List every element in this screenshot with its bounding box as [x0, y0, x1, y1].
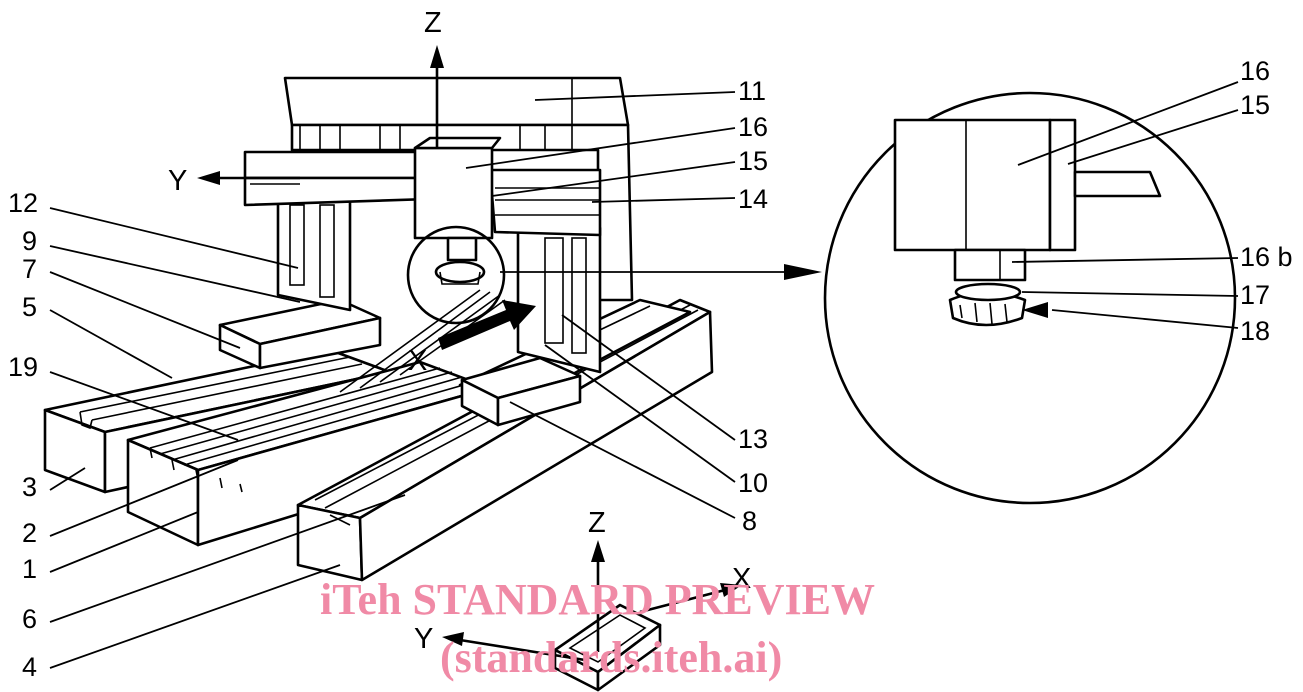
carriage-8	[460, 356, 582, 427]
watermark-line1: iTeh STANDARD PREVIEW	[320, 575, 875, 624]
detail-label-18: 18	[1240, 316, 1270, 346]
y-axis-arrow	[197, 171, 300, 185]
detail-label-16: 16	[1240, 56, 1270, 86]
detail-label-15: 15	[1240, 90, 1270, 120]
small-x-label: X	[732, 563, 751, 595]
left-column	[276, 188, 352, 312]
x-axis-arrow	[438, 300, 536, 350]
label-3: 3	[22, 472, 37, 502]
workpiece-box	[553, 603, 662, 692]
label-7: 7	[22, 254, 37, 284]
label-2: 2	[22, 518, 37, 548]
spindle-16	[413, 136, 502, 262]
carriage-7	[218, 298, 382, 370]
x-axis-label: X	[408, 345, 427, 377]
detail-pointer-arrow	[500, 264, 822, 280]
label-5: 5	[22, 292, 37, 322]
label-12: 12	[8, 188, 38, 218]
z-axis-arrow	[430, 45, 444, 148]
small-y-axis	[442, 632, 586, 662]
label-8: 8	[742, 506, 757, 536]
head-14	[488, 168, 602, 237]
label-15: 15	[738, 146, 768, 176]
label-10: 10	[738, 468, 768, 498]
small-x-axis	[639, 583, 742, 614]
cross-beam	[243, 150, 462, 207]
leader-lines	[49, 81, 1239, 669]
label-6: 6	[22, 604, 37, 634]
label-16: 16	[738, 112, 768, 142]
y-axis-label: Y	[168, 165, 187, 197]
watermark-line2: (standards.iteh.ai)	[440, 633, 782, 682]
detail-label-16b: 16 b	[1240, 242, 1293, 272]
small-z-label: Z	[588, 507, 606, 539]
label-1: 1	[22, 554, 37, 584]
label-14: 14	[738, 184, 768, 214]
detail-circle	[823, 91, 1237, 505]
small-y-label: Y	[414, 623, 433, 655]
label-9: 9	[22, 226, 37, 256]
label-11: 11	[738, 76, 766, 106]
detail-marker	[406, 225, 506, 325]
detail-label-17: 17	[1240, 280, 1270, 310]
label-19: 19	[8, 352, 38, 382]
label-4: 4	[22, 652, 37, 682]
right-column	[516, 226, 602, 374]
label-13: 13	[738, 424, 768, 454]
small-z-axis	[591, 540, 605, 652]
z-axis-label: Z	[424, 7, 442, 39]
